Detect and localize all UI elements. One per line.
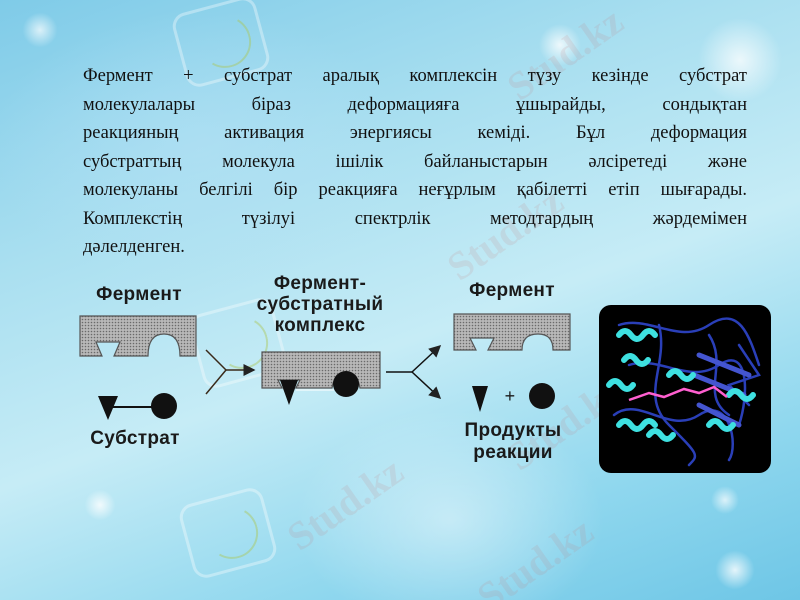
paragraph-line: молекулалары біраз деформацияға ұшырайды…	[83, 94, 747, 115]
paragraph-line: дәлелденген.	[83, 237, 185, 257]
complex-label-line: субстратный	[256, 294, 384, 315]
body-paragraph: Фермент + субстрат аралық комплексін түз…	[83, 62, 747, 262]
complex-shape-icon	[261, 351, 381, 389]
substrate-circle-icon	[151, 393, 177, 419]
complex-label-line: комплекс	[274, 315, 366, 336]
plus-sign: +	[504, 386, 516, 406]
enzyme-shape-icon	[79, 315, 197, 357]
product-triangle-icon	[472, 386, 488, 412]
protein-structure-image	[599, 305, 771, 473]
enzyme-after-shape-icon	[453, 313, 571, 351]
enzyme-label: Фермент	[96, 284, 182, 305]
products-label: Продукты реакции	[448, 420, 578, 464]
paragraph-line: реакцияның активация энергиясы кеміді. Б…	[83, 123, 747, 143]
complex-label-line: Фермент-	[273, 273, 367, 294]
products-label-line: Продукты	[464, 420, 562, 441]
paragraph-line: Фермент + субстрат аралық комплексін түз…	[83, 66, 747, 86]
paragraph-line: молекуланы белгілі бір реакцияға неғұрлы…	[83, 180, 747, 200]
products-label-line: реакции	[473, 442, 553, 463]
protein-ribbon-icon	[606, 317, 761, 467]
paragraph-line: Комплекстің түзілуі спектрлік методтарды…	[83, 208, 747, 229]
enzyme-after-label: Фермент	[469, 280, 555, 301]
substrate-label: Субстрат	[90, 428, 180, 449]
product-circle-icon	[529, 383, 555, 409]
complex-label: Фермент- субстратный комплекс	[240, 273, 400, 336]
paragraph-line: субстраттың молекула ішілік байланыстары…	[83, 151, 747, 172]
complex-triangle-icon	[280, 380, 298, 405]
complex-circle-icon	[333, 371, 359, 397]
substrate-triangle-icon	[98, 396, 118, 420]
